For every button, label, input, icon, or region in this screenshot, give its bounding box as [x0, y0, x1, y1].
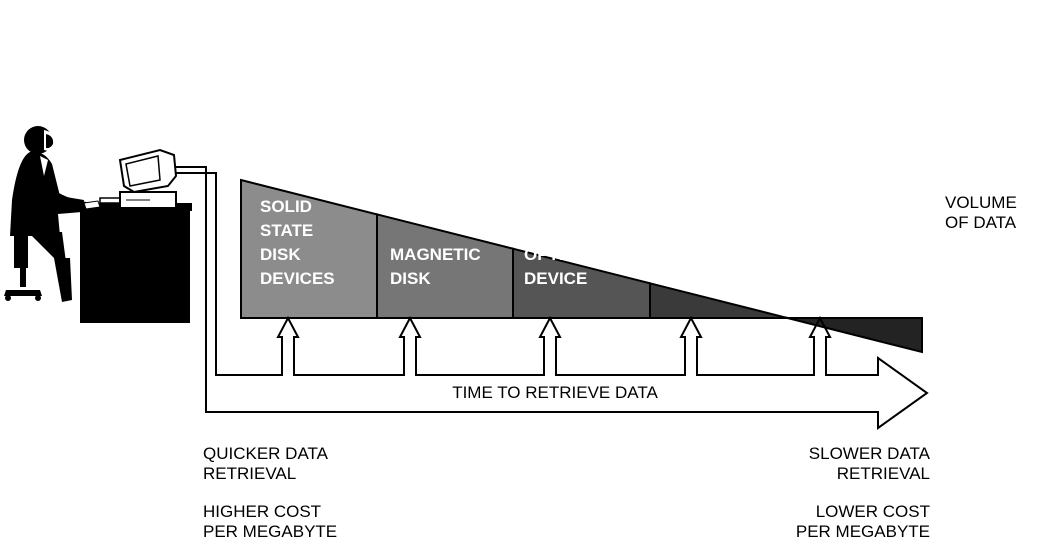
note-line: PER MEGABYTE	[795, 522, 930, 541]
note-line: HIGHER COST	[203, 502, 322, 521]
device-label-offline: OFFLINE	[810, 245, 883, 264]
device-label-magnetic-disk: MAGNETIC	[390, 245, 481, 264]
lower-cost-note: LOWER COST PER MEGABYTE	[796, 502, 930, 542]
data-path-connectors	[176, 166, 929, 430]
higher-cost-note: HIGHER COST PER MEGABYTE	[203, 502, 337, 542]
device-label-nearline: NEARLINE	[662, 245, 749, 264]
device-label-solid-state: DISK	[260, 245, 301, 264]
user-at-workstation-illustration	[4, 126, 192, 323]
volume-label-line: VOLUME	[945, 193, 1017, 212]
note-line: LOWER COST	[815, 502, 930, 521]
device-label-solid-state: STATE	[260, 221, 313, 240]
device-section-magnetic-disk	[376, 213, 514, 319]
device-label-nearline: DEVICE	[662, 269, 725, 288]
device-section-nearline	[649, 282, 787, 319]
note-line: RETRIEVAL	[836, 464, 930, 483]
device-section-offline	[785, 316, 923, 354]
quicker-retrieval-note: QUICKER DATA RETRIEVAL	[203, 444, 328, 484]
slower-retrieval-note: SLOWER DATA RETRIEVAL	[809, 444, 930, 484]
device-label-offline: DEVICE	[810, 269, 873, 288]
device-label-solid-state: DEVICES	[260, 269, 335, 288]
note-line: RETRIEVAL	[203, 464, 297, 483]
device-label-magneto-optical: OPTICAL	[524, 245, 599, 264]
device-label-solid-state: SOLID	[260, 197, 312, 216]
note-line: PER MEGABYTE	[203, 522, 338, 541]
device-label-magnetic-disk: DISK	[390, 269, 431, 288]
volume-label-line: OF DATA	[945, 213, 1017, 232]
note-line: SLOWER DATA	[808, 444, 930, 463]
device-label-magneto-optical: DEVICE	[524, 269, 587, 288]
note-line: QUICKER DATA	[203, 444, 328, 463]
time-to-retrieve-label: TIME TO RETRIEVE DATA	[452, 383, 658, 402]
volume-of-data-label: VOLUME OF DATA	[945, 193, 1017, 233]
device-label-magneto-optical: MAGNETO-	[524, 221, 616, 240]
